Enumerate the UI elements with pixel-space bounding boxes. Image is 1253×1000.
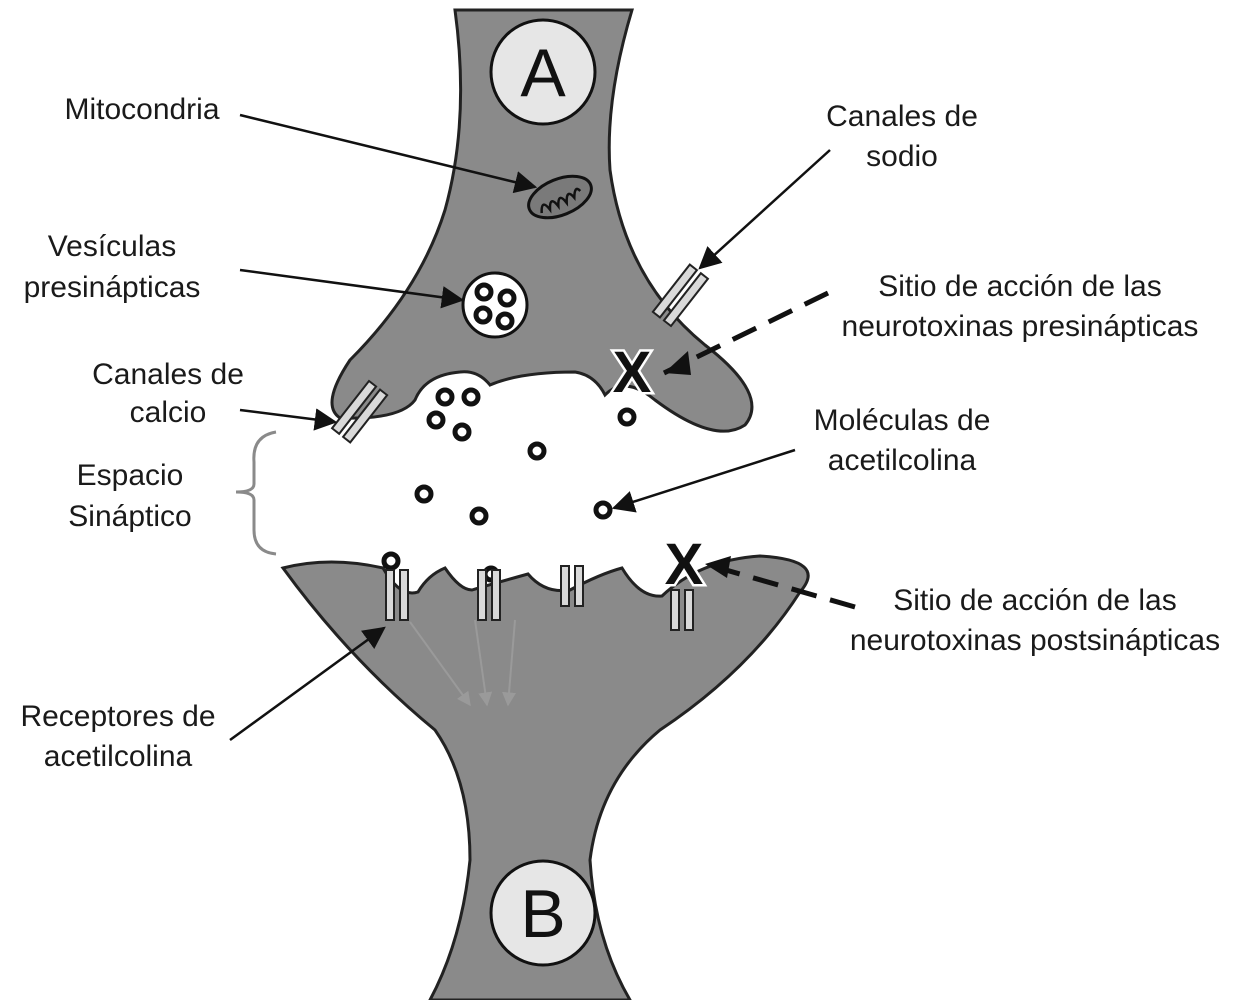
postsynaptic-block-marker: X — [665, 532, 704, 597]
calcium-pointer — [240, 410, 335, 422]
label-presynaptic-site-line1: Sitio de acción de las — [878, 270, 1162, 303]
sodium-pointer — [700, 150, 830, 268]
neuron-a-badge: A — [491, 20, 595, 124]
presynaptic-vesicle — [463, 273, 527, 337]
label-sodium-line1: Canales de — [826, 100, 978, 133]
label-sodium-line2: sodio — [866, 140, 938, 173]
label-vesicles-line1: Vesículas — [48, 230, 176, 263]
acetylcholine-molecules — [384, 390, 634, 580]
label-calcium-line1: Canales de — [92, 358, 244, 391]
label-synaptic-space-line1: Espacio — [77, 459, 184, 492]
sodium-channel — [653, 265, 708, 326]
label-mitochondria: Mitocondria — [64, 93, 219, 126]
label-acetylcholine-line2: acetilcolina — [828, 444, 977, 477]
label-calcium-line2: calcio — [130, 396, 207, 429]
label-acetylcholine-line1: Moléculas de — [814, 404, 991, 437]
label-receptors-line2: acetilcolina — [44, 740, 193, 773]
neuron-b-letter: B — [520, 876, 565, 952]
label-postsynaptic-site-line1: Sitio de acción de las — [893, 584, 1177, 617]
neuron-b-badge: B — [491, 861, 595, 965]
label-postsynaptic-site-line2: neurotoxinas postsinápticas — [850, 624, 1220, 657]
label-synaptic-space-line2: Sináptico — [68, 500, 191, 533]
label-vesicles-line2: presinápticas — [24, 271, 201, 304]
postsynaptic-x-icon: X — [665, 532, 704, 597]
label-presynaptic-site-line2: neurotoxinas presinápticas — [842, 310, 1199, 343]
presynaptic-x-icon: X — [613, 340, 652, 405]
acetylcholine-pointer — [614, 450, 795, 508]
label-receptors-line1: Receptores de — [20, 700, 215, 733]
receptors-pointer — [230, 628, 384, 740]
neuron-a-letter: A — [520, 35, 566, 111]
synaptic-space-brace — [236, 432, 276, 554]
presynaptic-block-marker: X — [613, 340, 652, 405]
